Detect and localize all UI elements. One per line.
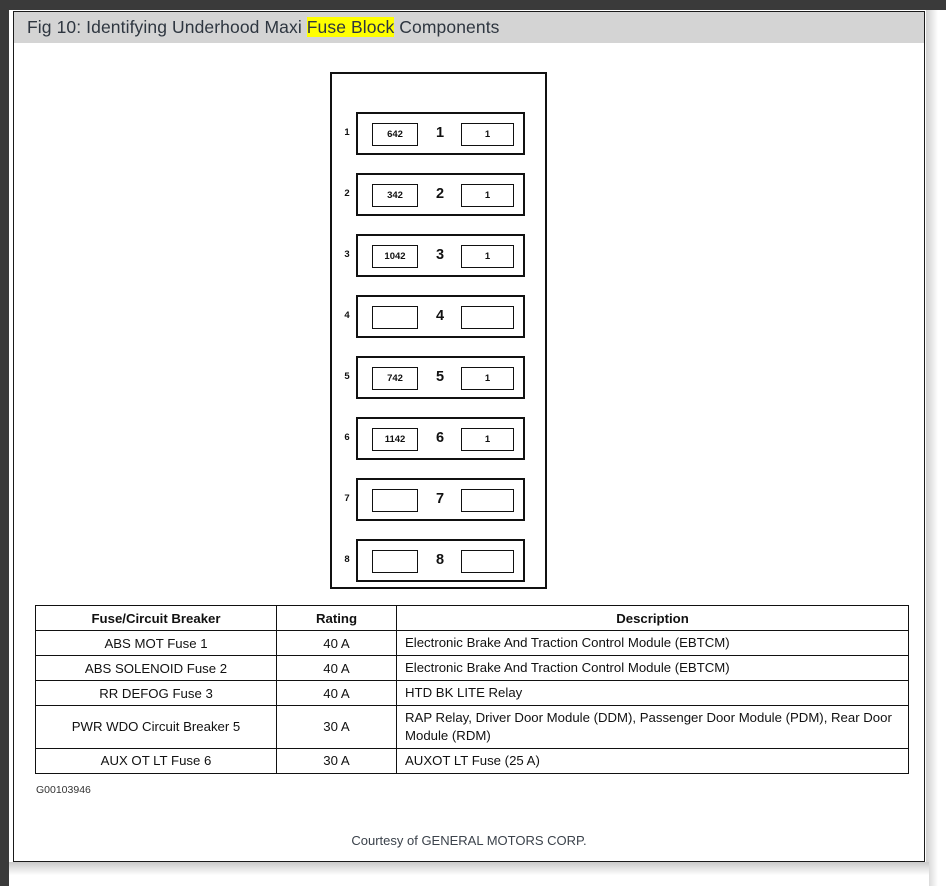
fuse-row-number: 1 [344, 127, 350, 138]
fuse-slot-b [461, 306, 514, 329]
column-header-rating: Rating [276, 605, 397, 631]
table-row: AUX OT LT Fuse 6 30 A AUXOT LT Fuse (25 … [35, 747, 909, 774]
fuse-center-number: 2 [435, 186, 445, 202]
fuse-slot-a [372, 306, 418, 329]
fuse-row-number: 5 [344, 371, 350, 382]
cell-rating: 30 A [276, 705, 397, 749]
table-row: ABS SOLENOID Fuse 2 40 A Electronic Brak… [35, 655, 909, 681]
viewer-right-shadow [926, 10, 946, 886]
fuse-center-number: 1 [435, 125, 445, 141]
fuse-row-number: 6 [344, 432, 350, 443]
fuse-slot-a [372, 550, 418, 573]
cell-fuse-name: ABS MOT Fuse 1 [35, 630, 277, 656]
fuse-slot-b: 1 [461, 428, 514, 451]
column-header-description: Description [396, 605, 909, 631]
fuse-row: 1 642 1 1 [344, 112, 525, 155]
figure-id-code: G00103946 [36, 784, 91, 796]
fuse-slot-a [372, 489, 418, 512]
figure-caption-text: Fig 10: Identifying Underhood Maxi Fuse … [27, 17, 500, 38]
fuse-slot-a: 342 [372, 184, 418, 207]
fuse-row: 2 342 2 1 [344, 173, 525, 216]
column-header-fuse: Fuse/Circuit Breaker [35, 605, 277, 631]
fuse-row-number: 7 [344, 493, 350, 504]
fuse-row: 3 1042 3 1 [344, 234, 525, 277]
table-row: ABS MOT Fuse 1 40 A Electronic Brake And… [35, 630, 909, 656]
fuse-center-number: 3 [435, 247, 445, 263]
fuse-row: 8 8 [344, 539, 525, 582]
fuse-slot-a: 742 [372, 367, 418, 390]
fuse-slot-b: 1 [461, 367, 514, 390]
fuse-slot-b: 1 [461, 184, 514, 207]
fuse-row-number: 2 [344, 188, 350, 199]
viewer-left-gutter [0, 0, 9, 886]
table-row: PWR WDO Circuit Breaker 5 30 A RAP Relay… [35, 705, 909, 749]
table-header-row: Fuse/Circuit Breaker Rating Description [35, 605, 909, 631]
fuse-slot-b [461, 489, 514, 512]
fuse-slot-a: 1042 [372, 245, 418, 268]
viewer-bottom-shadow [9, 862, 929, 886]
fuse-center-number: 6 [435, 430, 445, 446]
cell-rating: 30 A [276, 747, 397, 774]
fuse-row-number: 8 [344, 554, 350, 565]
cell-description: RAP Relay, Driver Door Module (DDM), Pas… [396, 705, 909, 749]
fuse-slot-a: 1142 [372, 428, 418, 451]
fuse-center-number: 8 [435, 552, 445, 568]
figure-caption-bar: Fig 10: Identifying Underhood Maxi Fuse … [14, 12, 924, 43]
courtesy-footer: Courtesy of GENERAL MOTORS CORP. [351, 833, 587, 848]
fuse-slot-b: 1 [461, 245, 514, 268]
fuse-center-number: 4 [435, 308, 445, 324]
fuse-row-number: 4 [344, 310, 350, 321]
fuse-legend-table: Fuse/Circuit Breaker Rating Description … [35, 605, 909, 774]
cell-fuse-name: AUX OT LT Fuse 6 [35, 747, 277, 774]
fuse-slot-b: 1 [461, 123, 514, 146]
fuse-row: 7 7 [344, 478, 525, 521]
cell-rating: 40 A [276, 630, 397, 656]
cell-fuse-name: ABS SOLENOID Fuse 2 [35, 655, 277, 681]
fuse-block-panel: 1 642 1 1 2 342 2 1 3 1042 3 1 [330, 72, 547, 589]
fuse-slot-b [461, 550, 514, 573]
caption-suffix: Components [394, 17, 500, 37]
fuse-center-number: 5 [435, 369, 445, 385]
viewer-top-gutter [0, 0, 946, 10]
fuse-row: 4 4 [344, 295, 525, 338]
cell-fuse-name: PWR WDO Circuit Breaker 5 [35, 705, 277, 749]
cell-description: Electronic Brake And Traction Control Mo… [396, 630, 909, 656]
fuse-slot-a: 642 [372, 123, 418, 146]
caption-prefix: Fig 10: Identifying Underhood Maxi [27, 17, 307, 37]
cell-rating: 40 A [276, 655, 397, 681]
fuse-center-number: 7 [435, 491, 445, 507]
fuse-block-diagram: A B 1 642 1 1 2 342 2 1 3 1042 [330, 61, 547, 589]
cell-description: AUXOT LT Fuse (25 A) [396, 747, 909, 774]
fuse-row-number: 3 [344, 249, 350, 260]
fuse-row: 5 742 5 1 [344, 356, 525, 399]
cell-description: Electronic Brake And Traction Control Mo… [396, 655, 909, 681]
cell-description: HTD BK LITE Relay [396, 680, 909, 706]
fuse-row: 6 1142 6 1 [344, 417, 525, 460]
cell-rating: 40 A [276, 680, 397, 706]
document-page: Fig 10: Identifying Underhood Maxi Fuse … [13, 11, 925, 862]
caption-highlight: Fuse Block [306, 17, 395, 37]
table-row: RR DEFOG Fuse 3 40 A HTD BK LITE Relay [35, 680, 909, 706]
cell-fuse-name: RR DEFOG Fuse 3 [35, 680, 277, 706]
